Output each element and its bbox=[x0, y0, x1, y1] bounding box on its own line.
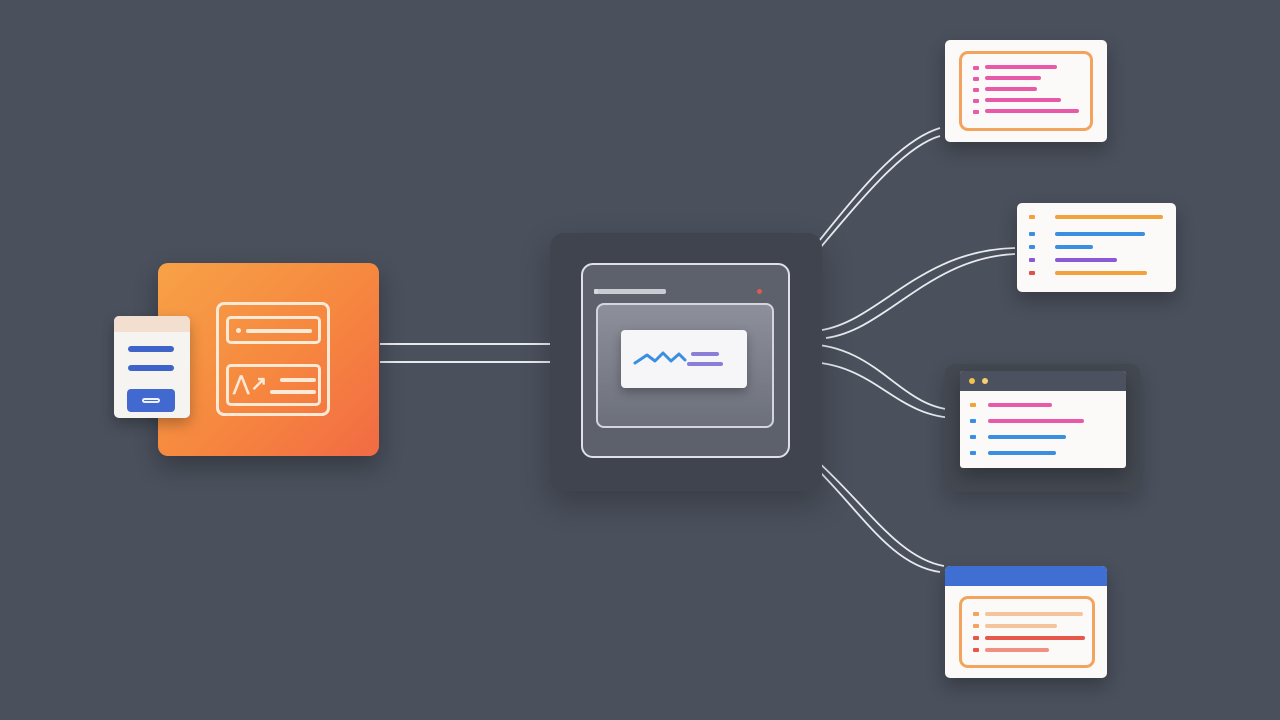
card-title-bar bbox=[945, 566, 1107, 586]
edge-hub-to-output-1a bbox=[814, 127, 941, 247]
hub-center-card bbox=[621, 330, 747, 388]
link-button bbox=[127, 389, 175, 412]
output-card-4 bbox=[945, 566, 1107, 678]
output-card-2 bbox=[1017, 203, 1176, 292]
link-icon bbox=[142, 398, 160, 403]
chart-glyph-icon: ⋀↗ bbox=[233, 373, 269, 395]
source-app-block bbox=[158, 263, 379, 456]
doc-line bbox=[128, 346, 174, 352]
source-document-card bbox=[114, 316, 190, 418]
app-window-icon bbox=[216, 302, 330, 416]
hub-title-bar bbox=[598, 289, 666, 294]
edge-output-3-to-hub-a bbox=[803, 336, 959, 411]
edge-hub-to-output-2a bbox=[821, 247, 1016, 331]
output-card-1 bbox=[945, 40, 1107, 142]
window-header-bar bbox=[226, 316, 321, 344]
edge-hub-to-output-1b bbox=[819, 135, 941, 249]
edge-hub-to-output-4a bbox=[809, 461, 941, 573]
card-title-bar bbox=[960, 371, 1126, 391]
edge-output-3-to-hub-b bbox=[803, 354, 959, 419]
edge-hub-to-output-4b bbox=[815, 459, 945, 567]
output-card-3 bbox=[960, 371, 1126, 468]
doc-line bbox=[128, 365, 174, 371]
hub-close-dot bbox=[757, 289, 762, 294]
window-content-bar bbox=[226, 364, 321, 406]
edge-hub-to-output-2b bbox=[825, 253, 1016, 339]
trend-icon bbox=[633, 351, 723, 366]
